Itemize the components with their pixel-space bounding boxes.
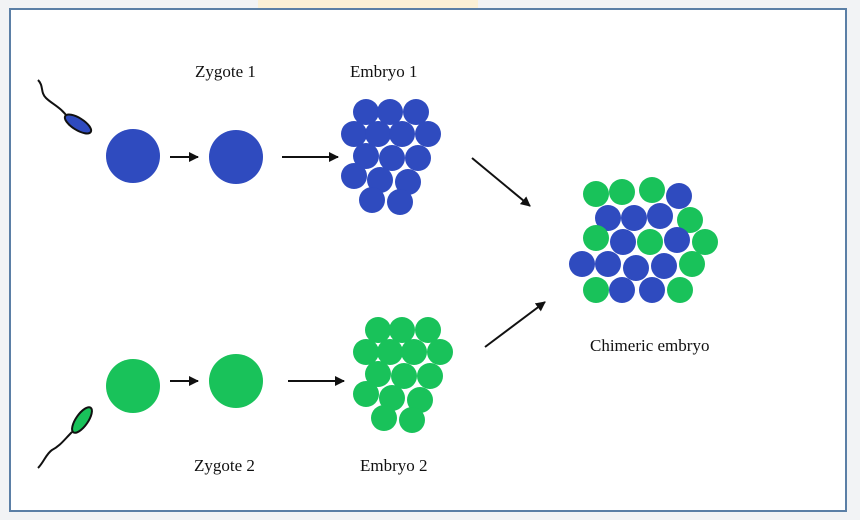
chimeric-embryo-label: Chimeric embryo (590, 336, 710, 355)
zygote-2-label: Zygote 2 (194, 456, 255, 475)
cell (583, 225, 609, 251)
cell (367, 167, 393, 193)
cell (359, 187, 385, 213)
cell (651, 253, 677, 279)
cell (637, 229, 663, 255)
cell (569, 251, 595, 277)
cell (379, 385, 405, 411)
cell (666, 183, 692, 209)
cell (403, 99, 429, 125)
cell (639, 277, 665, 303)
cell (365, 361, 391, 387)
cell (610, 229, 636, 255)
top-tab-decoration (258, 0, 478, 8)
sperm-icon-blue (37, 79, 93, 135)
cell (399, 407, 425, 433)
cell (407, 387, 433, 413)
cell (417, 363, 443, 389)
cell (389, 121, 415, 147)
cell (667, 277, 693, 303)
cell (415, 121, 441, 147)
zygote-1-cell (209, 130, 263, 184)
cell (365, 317, 391, 343)
cell (415, 317, 441, 343)
cell (401, 339, 427, 365)
cell (427, 339, 453, 365)
cell (677, 207, 703, 233)
cell (405, 145, 431, 171)
diagram-frame (9, 8, 847, 512)
cell (621, 205, 647, 231)
cell (609, 277, 635, 303)
cell (371, 405, 397, 431)
embryo-1-label: Embryo 1 (350, 62, 418, 81)
embryo-2-label: Embryo 2 (360, 456, 428, 475)
cell (389, 317, 415, 343)
cell (595, 205, 621, 231)
zygote-1-label: Zygote 1 (195, 62, 256, 81)
egg-cell-2 (106, 359, 160, 413)
cell (395, 169, 421, 195)
cell (583, 181, 609, 207)
chimeric-embryo-cluster (569, 177, 718, 303)
cell (609, 179, 635, 205)
cell (341, 163, 367, 189)
cell (353, 99, 379, 125)
cell (353, 143, 379, 169)
cell (647, 203, 673, 229)
zygote-2-cell (209, 354, 263, 408)
cell (341, 121, 367, 147)
embryo-1-cluster (341, 99, 441, 215)
arrow-icon (484, 301, 546, 348)
cell (639, 177, 665, 203)
cell (377, 99, 403, 125)
cell (377, 339, 403, 365)
cell (583, 277, 609, 303)
cell (353, 381, 379, 407)
cell (623, 255, 649, 281)
cell (595, 251, 621, 277)
sperm-icon-green (37, 406, 93, 469)
egg-cell-1 (106, 129, 160, 183)
cell (664, 227, 690, 253)
cell (391, 363, 417, 389)
cell (679, 251, 705, 277)
cell (353, 339, 379, 365)
cell (692, 229, 718, 255)
cell (379, 145, 405, 171)
cell (387, 189, 413, 215)
arrow-icon (471, 157, 531, 207)
embryo-2-cluster (353, 317, 453, 433)
cell (365, 121, 391, 147)
